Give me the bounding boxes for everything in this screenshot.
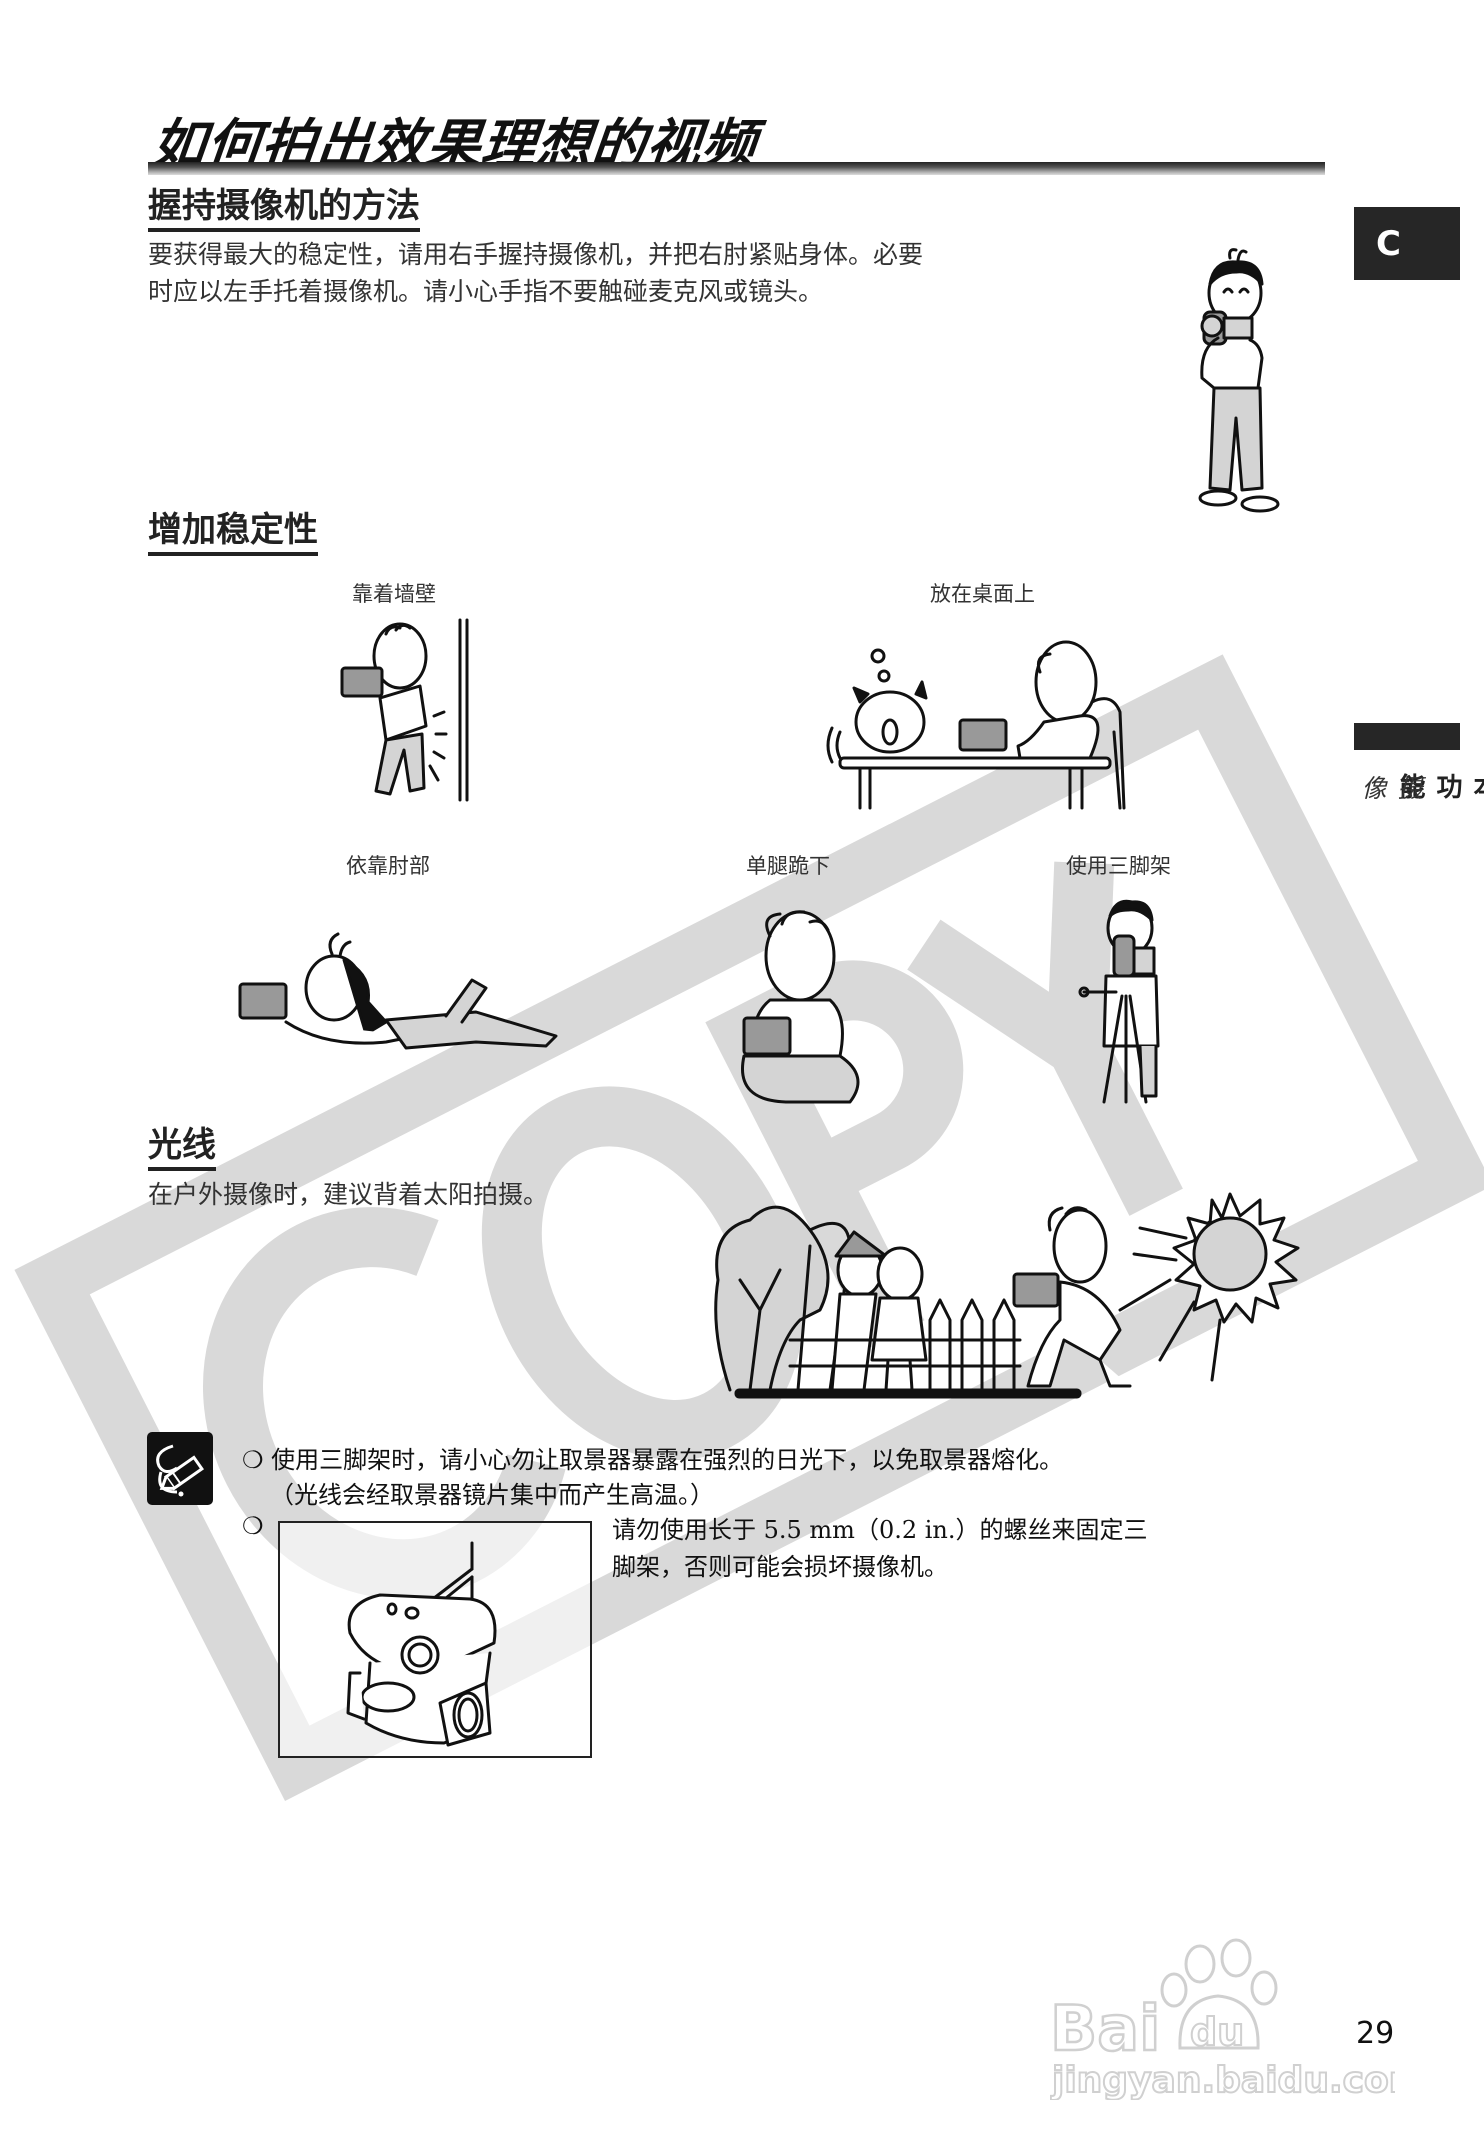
shooting-with-sun-behind-illustration — [714, 1192, 1300, 1399]
title-rule — [148, 162, 1325, 175]
person-holding-camcorder-illustration — [1198, 248, 1280, 513]
heading-lighting: 光线 — [148, 1125, 216, 1171]
on-table-illustration — [826, 640, 1126, 810]
note-2-line-2: 脚架，否则可能会损坏摄像机。 — [612, 1553, 948, 1581]
svg-text:du: du — [1190, 2010, 1244, 2054]
prone-elbows-illustration — [238, 932, 558, 1050]
leaning-on-wall-illustration — [340, 618, 469, 802]
page-number: 29 — [1356, 2016, 1395, 2051]
chapter-tab: C — [1354, 207, 1460, 280]
caption-kneel: 单腿跪下 — [746, 854, 830, 878]
caption-elbows: 依靠肘部 — [346, 854, 430, 878]
caption-on-table: 放在桌面上 — [930, 582, 1035, 606]
chapter-letter: C — [1376, 223, 1401, 264]
baidu-watermark: Bai du jingyan.baidu.com — [1050, 1938, 1395, 2100]
svg-text:jingyan.baidu.com: jingyan.baidu.com — [1050, 2060, 1395, 2100]
note-1-line-1: 使用三脚架时，请小心勿让取景器暴露在强烈的日光下，以免取景器熔化。 — [271, 1446, 1064, 1474]
note-2-line-1: 请勿使用长于 5.5 mm（0.2 in.）的螺丝来固定三 — [612, 1516, 1148, 1544]
caption-tripod: 使用三脚架 — [1066, 854, 1171, 878]
tripod-illustration — [1078, 899, 1160, 1104]
note-1-line-2: （光线会经取景器镜片集中而产生高温。） — [270, 1481, 714, 1509]
kneeling-illustration — [741, 910, 860, 1104]
svg-text:Bai: Bai — [1050, 1992, 1160, 2065]
holding-paragraph: 要获得最大的稳定性，请用右手握持摄像机，并把右肘紧贴身体。必要 时应以左手托着摄… — [148, 236, 1148, 310]
pencil-glyph-icon — [156, 1444, 204, 1497]
holding-line-1: 要获得最大的稳定性，请用右手握持摄像机，并把右肘紧贴身体。必要 — [148, 240, 924, 269]
note-item-1: ❍ 使用三脚架时，请小心勿让取景器暴露在强烈的日光下，以免取景器熔化。 （光线会… — [242, 1440, 1063, 1510]
pencil-note-icon — [147, 1432, 213, 1505]
section-marker-bar — [1354, 723, 1460, 750]
section-label-recording: 摄像 — [1358, 775, 1423, 800]
tripod-mount-figure — [278, 1521, 592, 1758]
lighting-paragraph: 在户外摄像时，建议背着太阳拍摄。 — [148, 1180, 549, 1209]
note-item-2: 请勿使用长于 5.5 mm（0.2 in.）的螺丝来固定三 脚架，否则可能会损坏… — [612, 1512, 1148, 1586]
note-item-2-bullet: ❍ — [242, 1512, 264, 1540]
caption-against-wall: 靠着墙壁 — [352, 582, 436, 606]
heading-increase-stability: 增加稳定性 — [148, 510, 318, 556]
holding-line-2: 时应以左手托着摄像机。请小心手指不要触碰麦克风或镜头。 — [148, 277, 824, 306]
bullet-circle-icon: ❍ — [242, 1512, 264, 1540]
tripod-mount-illustration — [346, 1541, 497, 1747]
heading-holding-camera: 握持摄像机的方法 — [148, 186, 420, 232]
bullet-circle-icon: ❍ — [242, 1446, 264, 1474]
